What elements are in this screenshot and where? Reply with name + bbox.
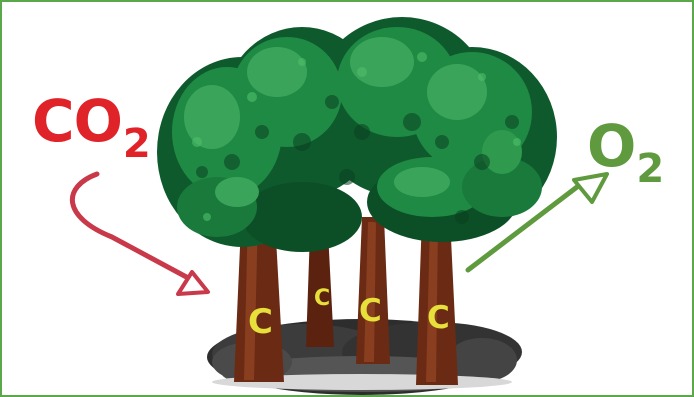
- tree-canopy: [157, 17, 557, 252]
- carbon-label-tree-2: C: [314, 288, 330, 310]
- carbon-label-tree-1: C: [248, 305, 273, 339]
- o2-subscript: 2: [636, 146, 664, 192]
- co2-subscript: 2: [123, 121, 151, 167]
- carbon-label-tree-3: C: [359, 296, 382, 327]
- co2-label: CO2: [32, 92, 151, 150]
- o2-main-text: O: [587, 112, 635, 180]
- o2-label: O2: [587, 117, 664, 175]
- carbon-label-tree-4: C: [427, 303, 450, 334]
- co2-main-text: CO: [32, 87, 122, 155]
